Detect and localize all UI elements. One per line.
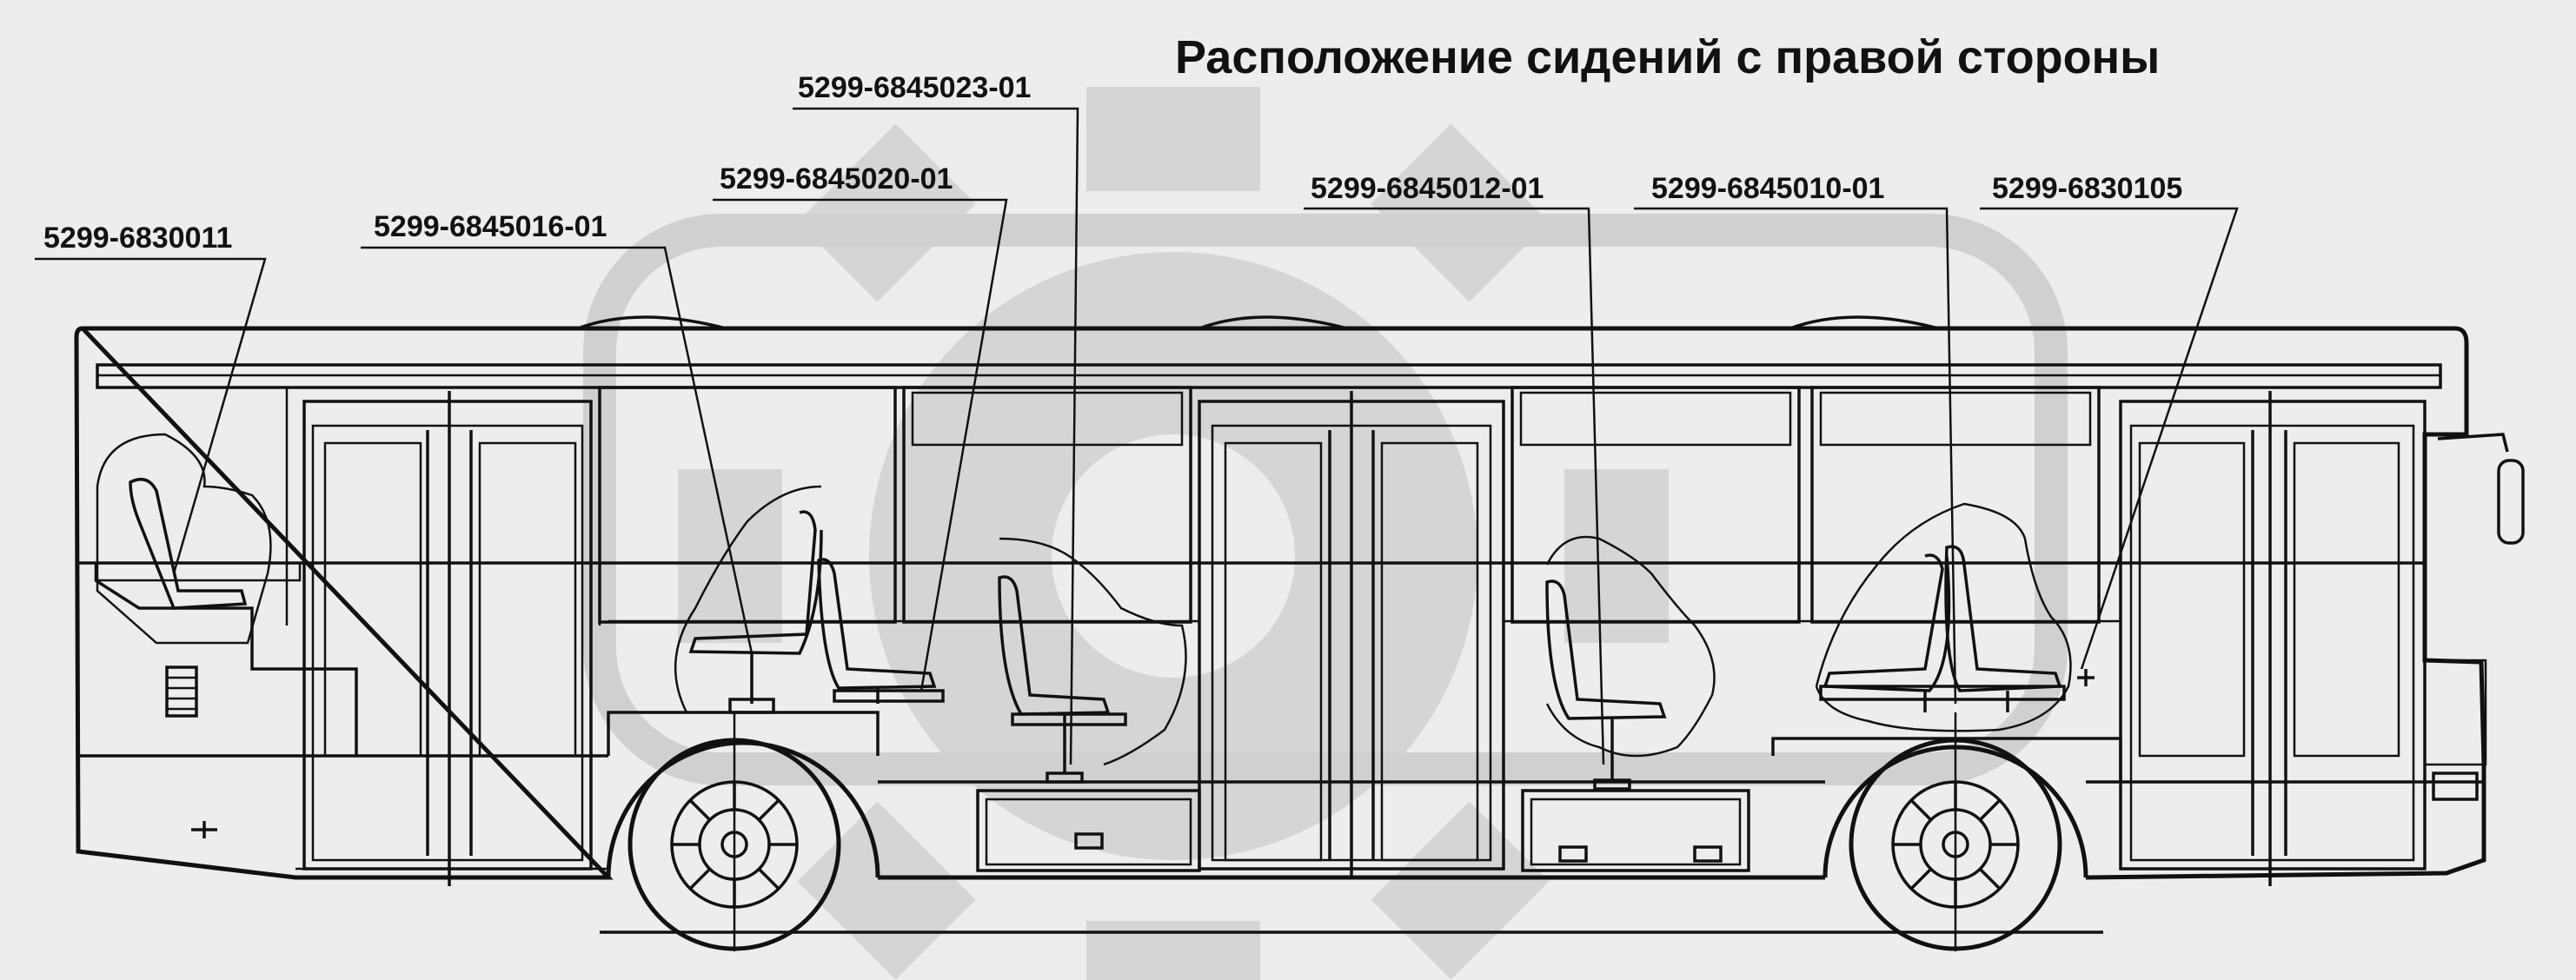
part-label-seat-16: 5299-6845016-01 — [374, 210, 607, 243]
seat-20-shape — [817, 558, 945, 704]
seat-12-shape — [1545, 535, 1716, 791]
seat-rear-left-shape — [96, 433, 272, 645]
part-label-seat-front: 5299-6830105 — [1992, 172, 2182, 205]
seat-23-shape — [998, 537, 1187, 784]
rear-wheel — [627, 712, 841, 951]
leader-lines — [35, 107, 2239, 765]
seat-front-shape — [2077, 669, 2095, 686]
part-label-seat-20: 5299-6845020-01 — [720, 162, 953, 195]
diagram-title: Расположение сидений с правой стороны — [1175, 31, 2160, 83]
part-label-seat-23: 5299-6845023-01 — [798, 71, 1031, 104]
front-wheel — [1849, 712, 2062, 951]
part-label-seat-12: 5299-6845012-01 — [1311, 172, 1544, 205]
part-label-seat-10: 5299-6845010-01 — [1651, 172, 1884, 205]
part-label-seat-rear-left: 5299-6830011 — [43, 222, 232, 255]
watermark-gear-hole — [1052, 434, 1295, 678]
seat-10-shape — [1815, 502, 2072, 732]
